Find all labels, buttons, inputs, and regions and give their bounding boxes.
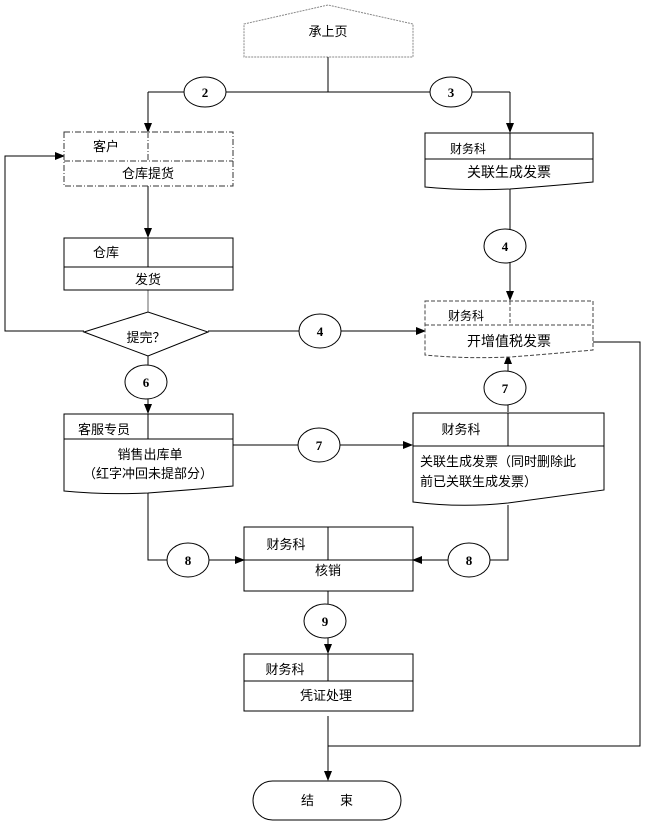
connector-2: 2 (183, 76, 227, 108)
relink-task-line2: 前已关联生成发票） (420, 474, 537, 490)
connector-9-label: 9 (322, 614, 329, 629)
node-finance-vat-invoice: 财务科 开增值税发票 (424, 300, 594, 359)
warehouse-task: 发货 (135, 272, 161, 288)
node-cs-sales-outbound: 客服专员 销售出库单 （红字冲回未提部分） (63, 413, 234, 495)
relink-role: 财务科 (441, 422, 480, 438)
writeoff-task: 核销 (315, 564, 341, 579)
cs-task-line1: 销售出库单 (117, 447, 182, 463)
connector-8-left: 8 (166, 542, 210, 578)
customer-role: 客户 (93, 139, 119, 155)
node-customer-pickup: 客户 仓库提货 (63, 131, 234, 187)
node-finance-writeoff: 财务科 核销 (243, 526, 414, 592)
node-warehouse-ship: 仓库 发货 (63, 237, 234, 291)
connector-7-right: 7 (483, 370, 527, 406)
edge-decision-loop-back (4, 152, 84, 332)
link-invoice-role: 财务科 (450, 141, 486, 156)
end-label: 结 束 (301, 794, 353, 809)
writeoff-role: 财务科 (266, 537, 305, 553)
start-off-page-connector: 承上页 (243, 4, 414, 58)
connector-6-label: 6 (143, 375, 150, 390)
edge-relink-to-writeoff (412, 505, 509, 564)
connector-2-label: 2 (202, 85, 209, 100)
node-finance-relink-invoice: 财务科 关联生成发票（同时删除此 前已关联生成发票） (412, 412, 605, 506)
connector-3-label: 3 (448, 85, 455, 100)
connector-8-left-label: 8 (185, 553, 192, 568)
edge-vat-to-end (328, 341, 641, 747)
connector-7-mid: 7 (297, 427, 341, 463)
connector-4-mid: 4 (298, 313, 342, 349)
decision-pickup-complete: 提完？ (82, 311, 210, 357)
decision-label: 提完？ (126, 330, 165, 346)
connector-8-right: 8 (447, 542, 491, 578)
node-finance-link-invoice: 财务科 关联生成发票 (424, 132, 594, 191)
connector-4-right: 4 (483, 228, 527, 264)
vat-invoice-role: 财务科 (448, 308, 484, 323)
connector-7-mid-label: 7 (316, 438, 323, 453)
warehouse-role: 仓库 (93, 245, 119, 261)
relink-task-line1: 关联生成发票（同时删除此 (420, 454, 576, 470)
customer-task: 仓库提货 (122, 166, 174, 182)
edge-cs-to-writeoff (147, 493, 245, 564)
connector-7-right-label: 7 (502, 381, 509, 396)
end-terminator: 结 束 (252, 780, 402, 821)
voucher-role: 财务科 (265, 662, 304, 678)
connector-9: 9 (303, 603, 347, 639)
connector-3: 3 (429, 76, 473, 108)
voucher-task: 凭证处理 (300, 689, 352, 704)
cs-task-line2: （红字冲回未提部分） (83, 466, 213, 482)
connector-4-right-label: 4 (502, 239, 509, 254)
connector-6: 6 (124, 364, 168, 400)
vat-invoice-task: 开增值税发票 (467, 334, 551, 350)
connector-8-right-label: 8 (466, 553, 473, 568)
node-finance-voucher: 财务科 凭证处理 (243, 653, 414, 712)
start-label: 承上页 (308, 25, 347, 40)
cs-role: 客服专员 (78, 422, 130, 438)
link-invoice-task: 关联生成发票 (467, 165, 551, 181)
connector-4-mid-label: 4 (317, 324, 324, 339)
